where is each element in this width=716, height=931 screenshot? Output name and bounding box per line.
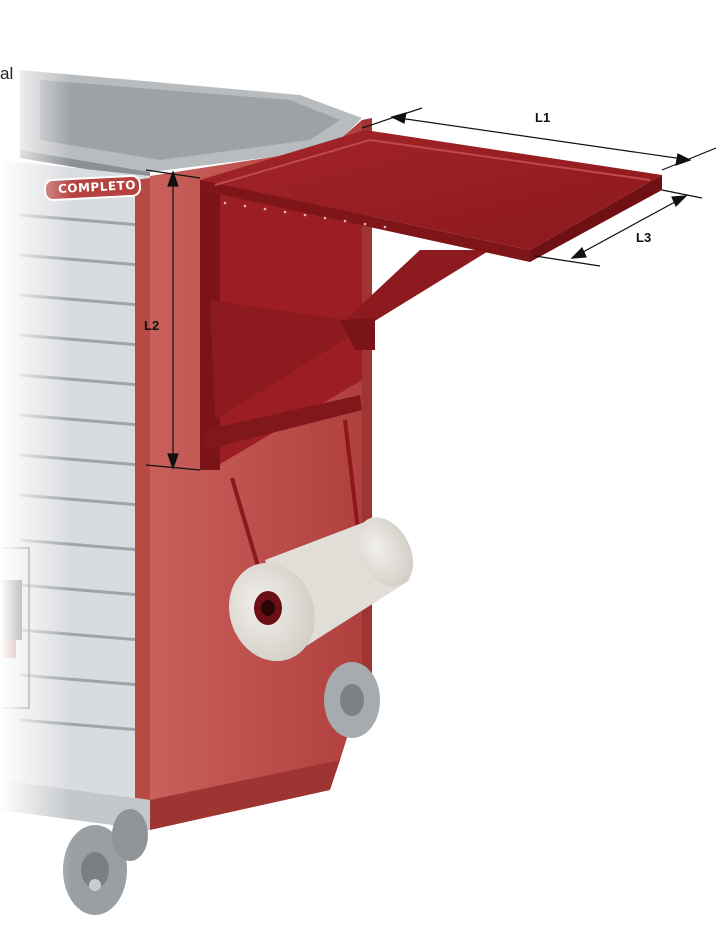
- side-shelf: [200, 130, 662, 262]
- dimension-label-l3: L3: [636, 230, 652, 245]
- dimension-l2: [145, 169, 201, 471]
- dimension-label-l2: L2: [144, 318, 160, 333]
- shelf-bracket: [200, 160, 490, 470]
- paper-towel-roll: [228, 517, 414, 662]
- wheel-rear: [324, 662, 380, 738]
- cropped-text-fragment: al: [0, 64, 14, 83]
- dimension-l1: [361, 107, 716, 171]
- dimension-l3: [534, 189, 703, 267]
- dimension-label-l1: L1: [535, 110, 551, 125]
